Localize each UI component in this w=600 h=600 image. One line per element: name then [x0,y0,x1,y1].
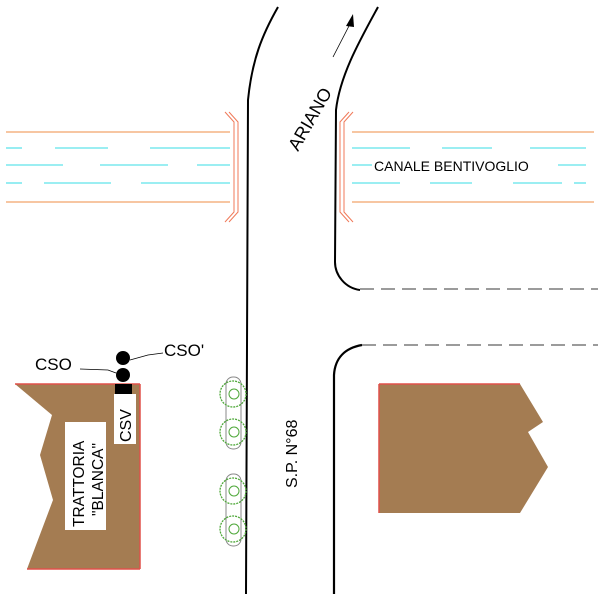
trattoria-label-bg [65,422,106,530]
canal-water-lines [352,147,586,184]
bridge-rail-left [224,111,239,223]
cso-prime-leader [129,352,164,361]
road-label: S.P. N°68 [284,420,301,488]
trattoria-label-line2: "BLANCA" [90,443,107,516]
tree-icon [219,380,247,408]
road-edge-east-south [332,343,363,594]
canal-label: CANALE BENTIVOGLIO [374,158,529,174]
tree-icon [219,418,247,446]
tree-group-north [219,376,247,450]
cso-prime-point [116,351,130,365]
road-edge-west [245,6,279,595]
cso-prime-label: CSO' [164,341,204,360]
canal-right [352,131,594,203]
tree-icon [219,515,247,543]
csv-label: CSV [118,409,135,442]
direction-label: ARIANO [284,84,336,154]
bridge-rail-right [339,111,354,223]
tree-icon [219,477,247,505]
building-east [379,384,548,513]
cso-point [116,368,130,382]
canal-water-lines [6,147,230,184]
tree-group-south [219,473,247,547]
cso-label: CSO [35,355,72,374]
trattoria-label-line1: TRATTORIA [71,440,88,527]
direction-arrow-icon [332,14,354,58]
cso-leader [79,368,117,374]
road-edge-east-north [333,6,379,291]
csv-marker [115,384,132,394]
csv-label-bg [114,394,136,444]
canal-left [6,131,230,203]
